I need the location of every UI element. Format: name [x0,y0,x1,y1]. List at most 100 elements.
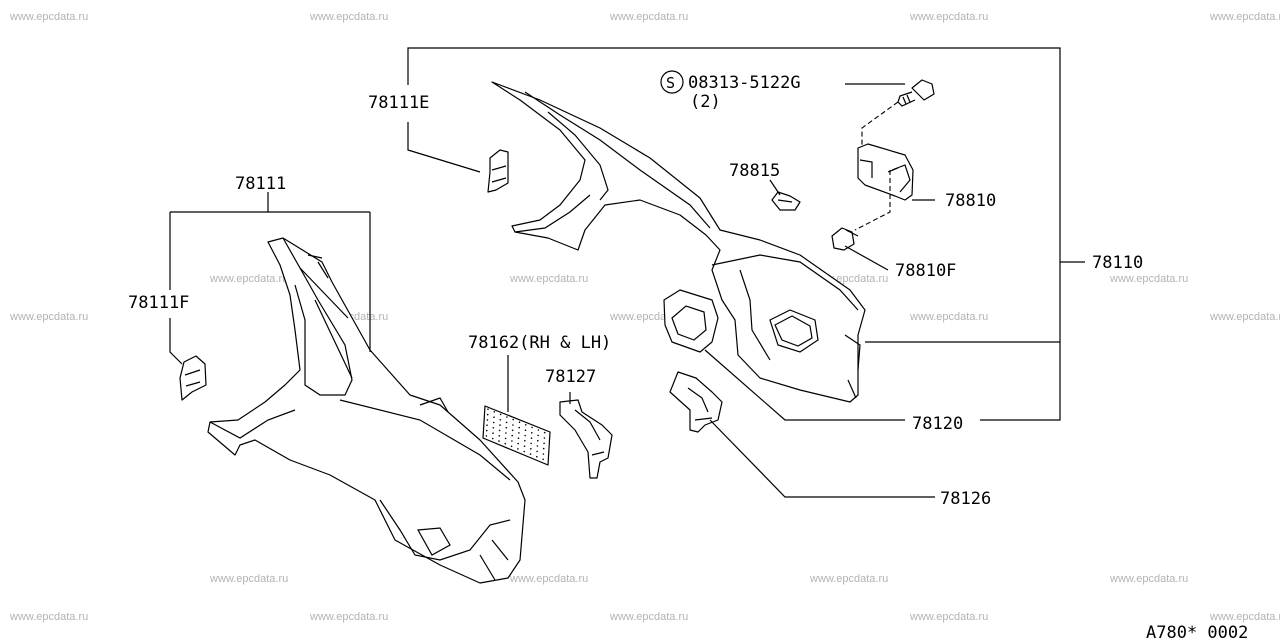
label-78111[interactable]: 78111 [235,174,286,194]
watermark-text: www.epcdata.ru [909,611,988,623]
part-78111E-bracket[interactable] [487,149,509,193]
pad-dot [537,434,539,437]
pad-dot [537,439,539,442]
watermark-text: www.epcdata.ru [609,611,688,623]
watermark-text: www.epcdata.ru [509,273,588,285]
pad-dot [499,413,502,416]
pad-dot [543,442,545,445]
pad-dot [492,421,495,424]
pad-dot [543,431,546,434]
pad-dot [518,426,520,429]
label-78810F[interactable]: 78810F [895,261,956,281]
part-78126-bracket[interactable] [669,371,723,433]
part-78110-inner-panel[interactable] [491,81,866,403]
pad-dot [499,419,502,421]
pad-dot [523,445,526,448]
pad-dot [498,435,501,437]
pad-dot [504,437,507,440]
watermark-text: www.epcdata.ru [609,11,688,23]
watermark-text: www.epcdata.ru [1209,311,1280,323]
pad-dot [529,453,532,455]
pad-dot [506,416,508,418]
label-78126[interactable]: 78126 [940,489,991,509]
pad-dot [543,437,546,439]
pad-dot [499,424,501,426]
pad-dot [504,442,507,445]
label-78111F[interactable]: 78111F [128,293,189,313]
watermark-text: www.epcdata.ru [1109,273,1188,285]
label-78120[interactable]: 78120 [912,414,963,434]
label-78162[interactable]: 78162(RH & LH) [468,333,611,353]
pad-dot [505,432,507,434]
pad-dot [493,416,495,419]
pad-dot [505,421,508,424]
pad-dot [486,419,489,421]
pad-dot [498,440,500,442]
pad-dot [531,432,533,434]
pad-texture [485,408,546,461]
pad-dot [492,427,495,429]
pad-dot [511,434,513,437]
part-78162-pad[interactable] [482,405,551,466]
pad-dot [536,445,539,447]
watermark-text: www.epcdata.ru [1209,611,1280,623]
leader-lines [169,47,1085,498]
part-78111-fender-panel[interactable] [207,237,526,584]
watermark-text: www.epcdata.ru [209,573,288,585]
pad-dot [487,408,489,411]
watermark-text: www.epcdata.ru [1209,11,1280,23]
pad-dot [517,448,519,450]
pad-dot [531,426,533,429]
label-78110[interactable]: 78110 [1092,253,1143,273]
pad-dot [525,424,527,426]
bolt-symbol: S [660,70,684,94]
pad-dot [512,418,514,421]
figure-code: A780* 0002 [1146,623,1248,640]
part-78815-clip[interactable] [771,191,801,211]
part-78120-filler-pocket[interactable] [663,289,719,353]
pad-dot [486,424,488,427]
watermark-text: www.epcdata.ru [909,11,988,23]
pad-dot [492,432,494,435]
label-08313-5122G[interactable]: 08313-5122G [688,73,801,93]
watermark-text: www.epcdata.ru [909,311,988,323]
pad-dot [530,448,532,450]
pad-dot [493,411,496,413]
watermark-text: www.epcdata.ru [209,273,288,285]
pad-dot [530,442,532,445]
pad-dot [537,429,540,431]
pad-dot [524,429,527,432]
pad-dot [536,455,538,458]
label-78127[interactable]: 78127 [545,367,596,387]
watermark-layer: www.epcdata.ru www.epcdata.ru www.epcdata.… [9,11,1280,623]
label-78810[interactable]: 78810 [945,191,996,211]
part-78810F-grommet[interactable] [831,227,859,251]
part-78810-bracket[interactable] [857,143,914,201]
pad-dot [542,447,545,450]
label-bolt-quantity: (2) [690,92,721,112]
bolt-symbol-letter: S [666,74,675,92]
watermark-text: www.epcdata.ru [309,11,388,23]
watermark-text: www.epcdata.ru [1109,573,1188,585]
pad-dot [511,440,513,442]
pad-dot [486,413,489,416]
pad-dot [530,437,533,439]
watermark-text: www.epcdata.ru [509,573,588,585]
pad-dot [524,434,526,437]
pad-dot [517,442,519,445]
watermark-text: www.epcdata.ru [9,311,88,323]
label-78815[interactable]: 78815 [729,161,780,181]
pad-dot [498,429,501,432]
label-78111E[interactable]: 78111E [368,93,429,113]
part-78111F-bracket[interactable] [179,355,207,401]
pad-dot [524,440,526,442]
pad-dot [485,435,488,437]
pad-dot [518,421,521,424]
part-78127-bracket[interactable] [559,399,613,479]
pad-dot [511,429,514,432]
pad-dot [536,450,538,453]
pad-dot [491,437,494,440]
watermark-text: www.epcdata.ru [809,573,888,585]
pad-dot [518,432,520,434]
